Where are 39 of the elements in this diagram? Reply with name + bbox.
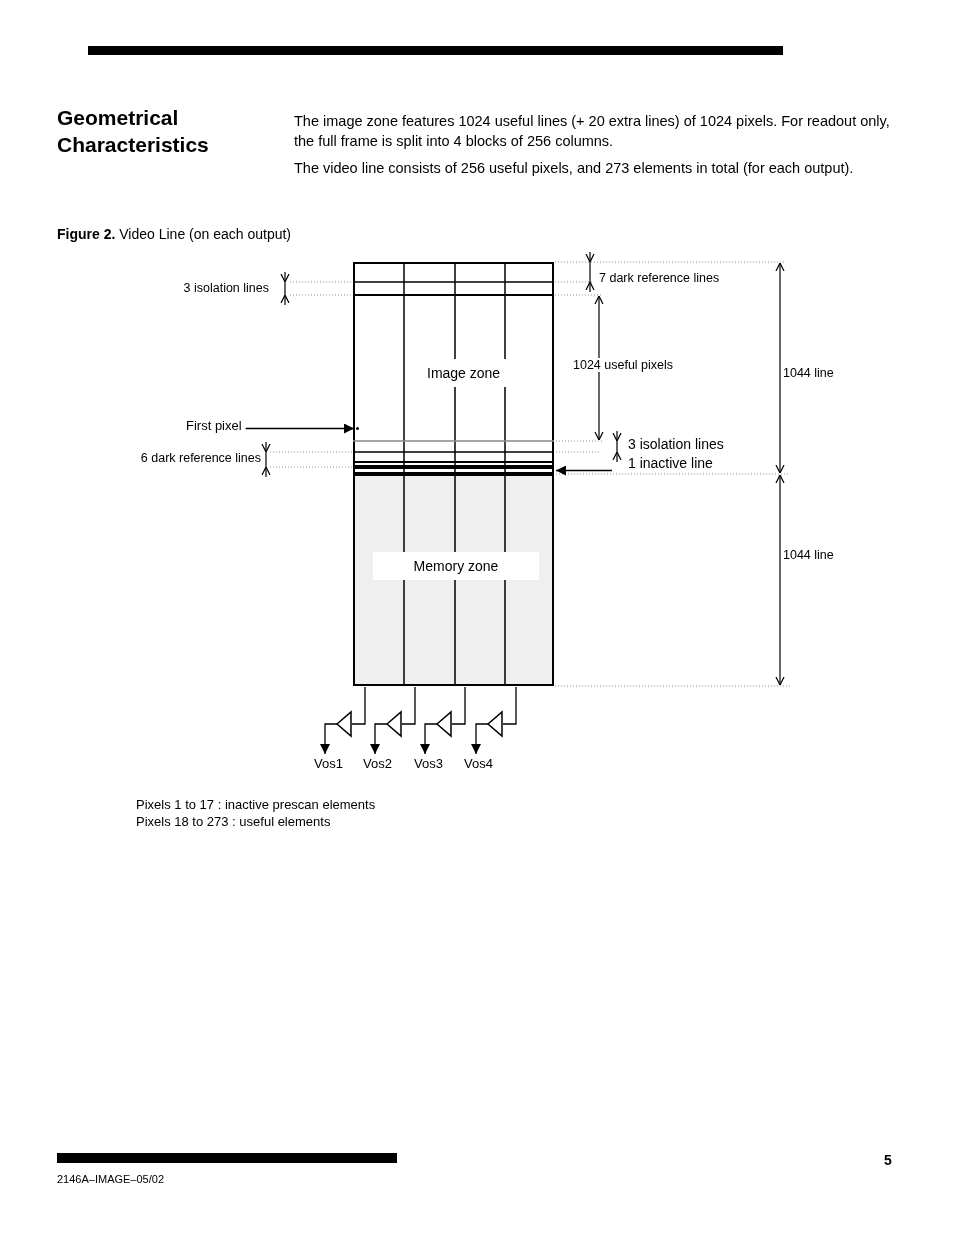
pixel-dot xyxy=(356,427,359,430)
arrow xyxy=(245,423,355,434)
document-number: 2146A–IMAGE–05/02 xyxy=(57,1173,165,1185)
amplifier-symbol xyxy=(488,711,503,737)
zone-label: Memory zone xyxy=(373,552,539,580)
note-text: Pixels 1 to 17 : inactive prescan elements xyxy=(136,797,376,812)
output-label: Vos1 xyxy=(314,756,343,771)
section-heading: Geometrical Characteristics xyxy=(57,105,210,158)
output-label: Vos3 xyxy=(414,756,443,771)
amplifier-symbol xyxy=(387,711,402,737)
arrow xyxy=(471,723,489,755)
dimension-label: 3 isolation lines xyxy=(183,281,269,295)
figure-caption: Figure 2. Video Line (on each output) xyxy=(57,226,291,242)
dimension-label: 1044 line xyxy=(783,548,834,562)
memory-zone-area xyxy=(353,474,554,686)
callout-text: First pixel xyxy=(186,418,242,433)
dimension-label: 3 isolation lines xyxy=(628,436,724,452)
dimension-label: 7 dark reference lines xyxy=(599,271,720,285)
body-paragraph: The image zone features 1024 useful lines (+ 20 extra lines) of 1024 pixels. For readout only, the full frame is split into 4 blocks of 256 columns. xyxy=(294,112,891,151)
inactive-line-band xyxy=(353,467,554,474)
amplifier-symbol xyxy=(437,711,452,737)
amplifier-symbol xyxy=(337,711,352,737)
body-paragraph: The video line consists of 256 useful pixels, and 273 elements in total (for each output). xyxy=(294,159,855,178)
arrow xyxy=(555,465,613,476)
callout-text: 1 inactive line xyxy=(628,455,713,471)
connector-line xyxy=(401,686,416,725)
output-label: Vos4 xyxy=(464,756,493,771)
dimension-label: 1044 line xyxy=(783,366,834,380)
page-number: 5 xyxy=(884,1152,892,1168)
connector-line xyxy=(502,686,517,725)
arrow xyxy=(370,723,388,755)
output-label: Vos2 xyxy=(363,756,392,771)
arrow xyxy=(320,723,338,755)
dimension-label: 6 dark reference lines xyxy=(140,451,261,465)
note-text: Pixels 18 to 273 : useful elements xyxy=(136,814,331,829)
arrow xyxy=(420,723,438,755)
connector-line xyxy=(451,686,466,725)
connector-line xyxy=(351,686,366,725)
dimension-label: 1024 useful pixels xyxy=(573,358,674,372)
